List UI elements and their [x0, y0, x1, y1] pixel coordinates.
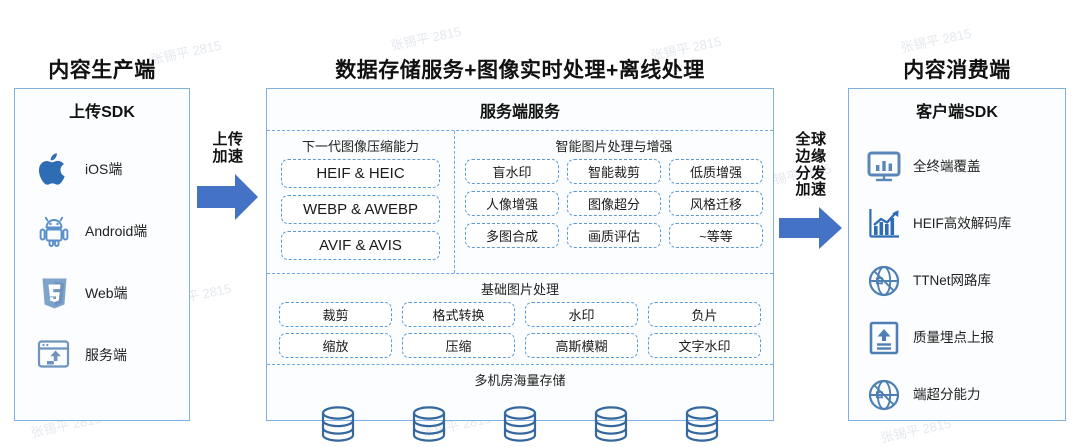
arrow-right-icon [779, 207, 842, 250]
upload-accel-arrow: 上传 加速 [196, 131, 260, 222]
monitor-chart-icon [867, 150, 901, 184]
codec-section-title: 下一代图像压缩能力 [301, 139, 419, 154]
arrow-label-line: 加速 [212, 147, 244, 165]
growth-chart-icon [867, 207, 901, 241]
basic-section-title: 基础图片处理 [480, 282, 559, 297]
list-item-label: Web端 [85, 284, 128, 301]
edge-distribution-arrow: 全球 边缘 分发 加速 [778, 131, 844, 251]
basic-chip[interactable]: 裁剪 [279, 302, 392, 327]
center-column-title: 数据存储服务+图像实时处理+离线处理 [335, 59, 705, 82]
server-capabilities-section: 下一代图像压缩能力 HEIF & HEIC WEBP & AWEBP AVIF … [267, 130, 773, 273]
database-icon [413, 406, 446, 442]
list-item-label: 服务端 [85, 346, 127, 363]
list-item-label: Android端 [85, 222, 148, 239]
upload-sdk-list: iOS端 [15, 130, 189, 386]
list-item[interactable]: 端超分能力 [849, 366, 1065, 423]
apple-icon [37, 152, 71, 186]
database-icon [503, 406, 537, 442]
list-item[interactable]: iOS端 [15, 138, 189, 200]
ai-chip[interactable]: 低质增强 [669, 159, 763, 184]
list-item[interactable]: 全终端覆盖 [849, 138, 1065, 195]
arrow-label-line: 加速 [795, 181, 827, 199]
upload-accel-label: 上传 加速 [196, 131, 260, 166]
ai-chip[interactable]: 图像超分 [567, 191, 661, 216]
ai-section-title: 智能图片处理与增强 [555, 139, 673, 154]
server-service-heading: 服务端服务 [479, 104, 560, 121]
basic-chip[interactable]: 格式转换 [402, 302, 515, 327]
list-item-label: TTNet网路库 [913, 272, 992, 288]
upload-report-icon [867, 321, 901, 355]
arrow-label-line: 上传 [212, 131, 244, 148]
codec-chip[interactable]: HEIF & HEIC [281, 159, 440, 188]
ai-chip[interactable]: 人像增强 [465, 191, 559, 216]
basic-chip[interactable]: 文字水印 [648, 333, 761, 358]
arrow-right-icon [197, 173, 258, 220]
basic-chip[interactable]: 水印 [525, 302, 638, 327]
left-column-title: 内容生产端 [48, 59, 156, 82]
server-service-panel: 服务端服务 下一代图像压缩能力 HEIF & HEIC WEBP & AWEBP… [266, 88, 774, 442]
edge-distribution-label: 全球 边缘 分发 加速 [778, 131, 844, 199]
ai-chip[interactable]: 风格迁移 [669, 191, 763, 216]
android-icon [37, 214, 71, 248]
database-icon [322, 406, 355, 442]
database-icon [594, 406, 627, 442]
list-item[interactable]: Web端 [15, 262, 189, 324]
basic-chip[interactable]: 压缩 [402, 333, 515, 358]
ai-chip[interactable]: 多图合成 [465, 223, 559, 248]
list-item-label: 端超分能力 [913, 386, 981, 402]
storage-section-title: 多机房海量存储 [474, 373, 566, 388]
storage-node-row [267, 393, 773, 447]
list-item-label: 质量埋点上报 [913, 329, 994, 345]
right-column-title: 内容消费端 [903, 59, 1011, 82]
ai-chip[interactable]: 智能裁剪 [567, 159, 661, 184]
globe-icon [867, 378, 901, 412]
arrow-label-line: 全球 [795, 131, 827, 148]
html5-icon [37, 276, 71, 310]
basic-processing-section: 基础图片处理 裁剪 格式转换 水印 负片 缩放 压缩 高斯模糊 文字水印 [267, 273, 773, 364]
list-item[interactable]: 质量埋点上报 [849, 309, 1065, 366]
arrow-label-line: 分发 [795, 164, 827, 182]
upload-sdk-heading: 上传SDK [69, 104, 135, 121]
list-item[interactable]: 服务端 [15, 324, 189, 386]
server-icon [37, 338, 71, 372]
storage-section: 多机房海量存储 [267, 364, 773, 447]
basic-chip[interactable]: 缩放 [279, 333, 392, 358]
list-item-label: HEIF高效解码库 [913, 215, 1012, 231]
basic-capability-grid: 裁剪 格式转换 水印 负片 缩放 压缩 高斯模糊 文字水印 [267, 302, 773, 364]
ai-chip[interactable]: ~等等 [669, 223, 763, 248]
client-sdk-list: 全终端覆盖 HEIF高效解码库 [849, 130, 1065, 423]
globe-icon [867, 264, 901, 298]
upload-sdk-panel: 上传SDK iOS端 [14, 88, 190, 421]
arrow-label-line: 边缘 [795, 147, 827, 165]
watermark: 张锡平 2815 [899, 25, 973, 56]
ai-chip[interactable]: 盲水印 [465, 159, 559, 184]
watermark: 张锡平 2815 [389, 23, 463, 54]
list-item[interactable]: HEIF高效解码库 [849, 195, 1065, 252]
list-item[interactable]: Android端 [15, 200, 189, 262]
basic-chip[interactable]: 高斯模糊 [525, 333, 638, 358]
list-item-label: iOS端 [85, 160, 123, 177]
client-sdk-panel: 客户端SDK 全终端覆盖 [848, 88, 1066, 421]
client-sdk-heading: 客户端SDK [916, 104, 998, 121]
list-item[interactable]: TTNet网路库 [849, 252, 1065, 309]
database-icon [685, 406, 718, 442]
ai-capability-grid: 盲水印 智能裁剪 低质增强 人像增强 图像超分 风格迁移 多图合成 画质评估 ~… [455, 159, 773, 248]
list-item-label: 全终端覆盖 [913, 158, 981, 174]
ai-chip[interactable]: 画质评估 [567, 223, 661, 248]
codec-section: 下一代图像压缩能力 HEIF & HEIC WEBP & AWEBP AVIF … [267, 131, 455, 273]
codec-chip[interactable]: AVIF & AVIS [281, 231, 440, 260]
ai-section: 智能图片处理与增强 盲水印 智能裁剪 低质增强 人像增强 图像超分 风格迁移 多… [455, 131, 773, 273]
basic-chip[interactable]: 负片 [648, 302, 761, 327]
codec-chip[interactable]: WEBP & AWEBP [281, 195, 440, 224]
